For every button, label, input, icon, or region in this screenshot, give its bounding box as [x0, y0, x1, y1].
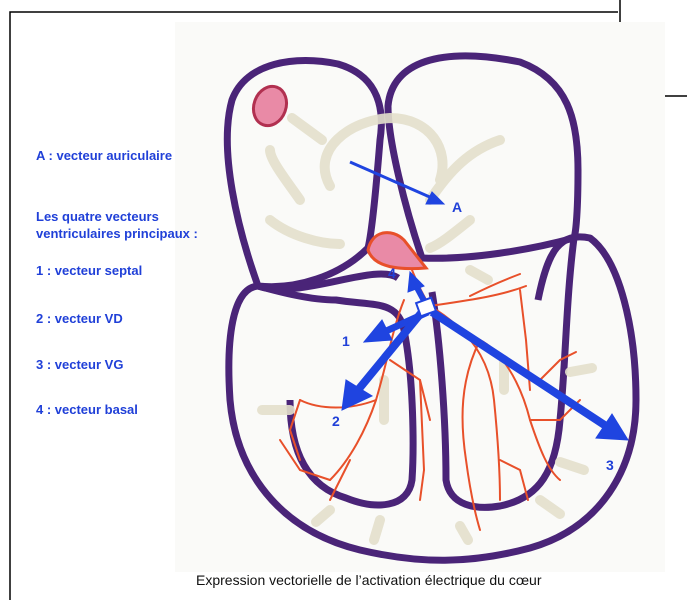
vector-vd-label: 2 [332, 413, 340, 429]
legend-ventricular-title-1: Les quatre vecteurs [36, 208, 159, 225]
vector-septal-label: 1 [342, 333, 350, 349]
legend-item-basal: 4 : vecteur basal [36, 401, 138, 418]
vector-basal-label: 4 [388, 265, 396, 281]
legend-atrial: A : vecteur auriculaire [36, 147, 172, 164]
legend-ventricular-title-2: ventriculaires principaux : [36, 225, 198, 242]
figure-caption: Expression vectorielle de l’activation é… [196, 572, 542, 588]
vector-a-label: A [452, 199, 462, 215]
legend-item-vg: 3 : vecteur VG [36, 356, 123, 373]
vector-vg-label: 3 [606, 457, 614, 473]
legend-item-vd: 2 : vecteur VD [36, 310, 123, 327]
legend-item-septal: 1 : vecteur septal [36, 262, 142, 279]
